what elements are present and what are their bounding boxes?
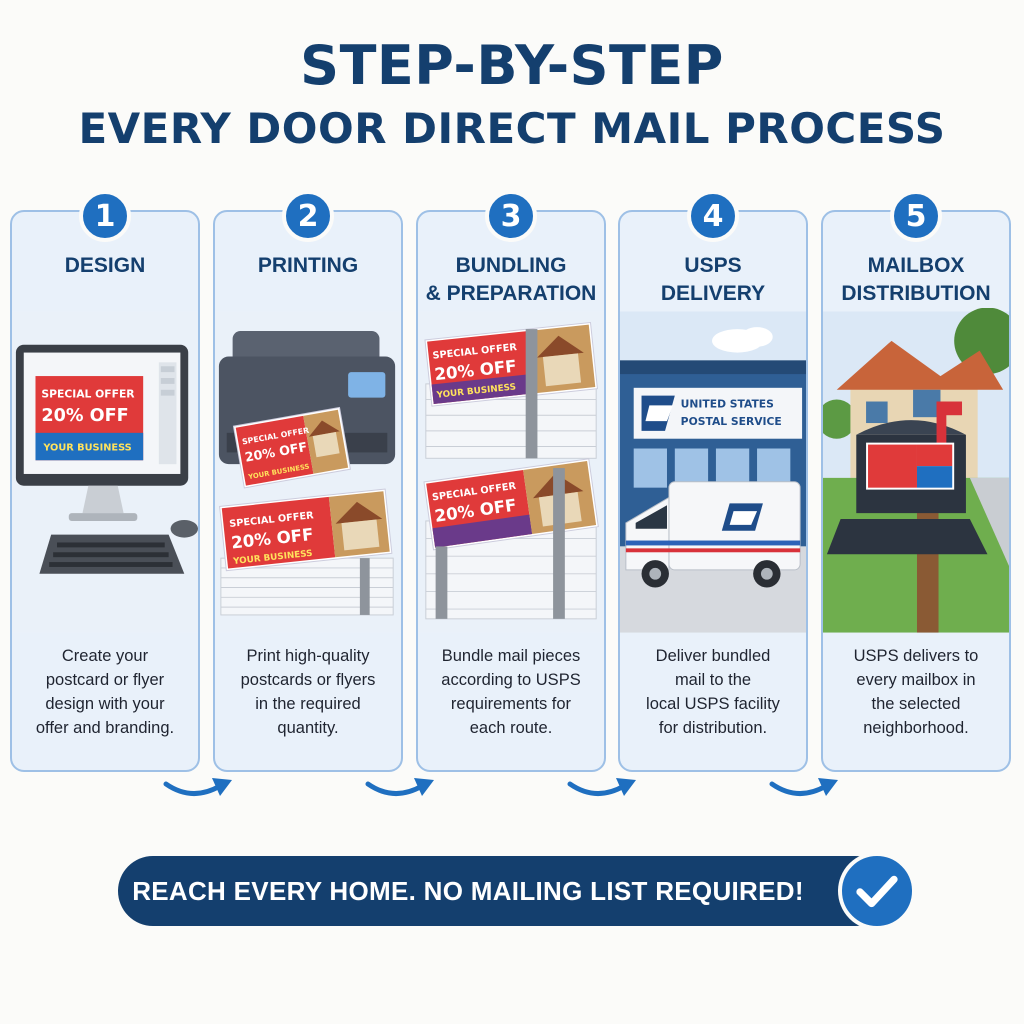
curved-arrow-icon: [163, 778, 232, 796]
curved-arrow-icon: [567, 778, 636, 796]
step-title: PRINTING: [257, 254, 359, 277]
page-title-line2: EVERY DOOR DIRECT MAIL PROCESS: [78, 104, 946, 153]
bundles-illustration: SPECIAL OFFER 20% OFF YOUR BUSINESS SPEC…: [418, 308, 604, 636]
usps-sign-line1: UNITED STATES: [681, 397, 774, 410]
step-title: MAILBOX DISTRIBUTION: [841, 254, 991, 305]
step-number-badge: 3: [485, 190, 537, 242]
step-title: DESIGN: [64, 254, 146, 277]
step-title: USPS DELIVERY: [660, 254, 766, 305]
check-icon: [838, 852, 916, 930]
step-number-badge: 1: [79, 190, 131, 242]
step-description: Bundle mail pieces according to USPS req…: [441, 647, 581, 737]
postcard-line3: YOUR BUSINESS: [42, 442, 131, 453]
postcard-line1: SPECIAL OFFER: [41, 388, 135, 401]
design-illustration: SPECIAL OFFER 20% OFF YOUR BUSINESS: [12, 308, 198, 636]
usps-illustration: UNITED STATES POSTAL SERVICE: [620, 308, 806, 636]
step-description: USPS delivers to every mailbox in the se…: [853, 647, 979, 737]
usps-sign-line2: POSTAL SERVICE: [681, 415, 782, 428]
curved-arrow-icon: [365, 778, 434, 796]
curved-arrow-icon: [769, 778, 838, 796]
step-number-badge: 2: [282, 190, 334, 242]
printer-illustration: SPECIAL OFFER 20% OFF YOUR BUSINESS: [215, 308, 401, 636]
step-title: BUNDLING & PREPARATION: [425, 254, 597, 305]
mailbox-illustration: [823, 308, 1009, 636]
step-number-badge: 5: [890, 190, 942, 242]
step-panel-bundling: 3 BUNDLING & PREPARATION SPECIAL OFFER 2…: [416, 190, 606, 772]
step-number-badge: 4: [687, 190, 739, 242]
page-title-line1: STEP-BY-STEP: [300, 34, 724, 97]
postcard-line2: 20% OFF: [41, 406, 128, 426]
step-panel-printing: 2 PRINTING SPECIAL OFFER 20% OFF YOUR BU…: [213, 190, 403, 772]
step-panel-design: 1 DESIGN SPECIAL OFFER 20% OFF YOUR BUSI…: [10, 190, 200, 772]
step-panel-usps-delivery: 4 USPS DELIVERY UNITED STATES POSTAL SER…: [618, 190, 808, 772]
step-description: Print high-quality postcards or flyers i…: [240, 647, 376, 737]
step-panel-mailbox: 5 MAILBOX DISTRIBUTION: [821, 190, 1011, 772]
step-description: Create your postcard or flyer design wit…: [35, 647, 175, 737]
step-description: Deliver bundled mail to the local USPS f…: [646, 647, 780, 737]
cta-banner-text: REACH EVERY HOME. NO MAILING LIST REQUIR…: [132, 875, 804, 906]
cta-banner: REACH EVERY HOME. NO MAILING LIST REQUIR…: [118, 856, 890, 926]
